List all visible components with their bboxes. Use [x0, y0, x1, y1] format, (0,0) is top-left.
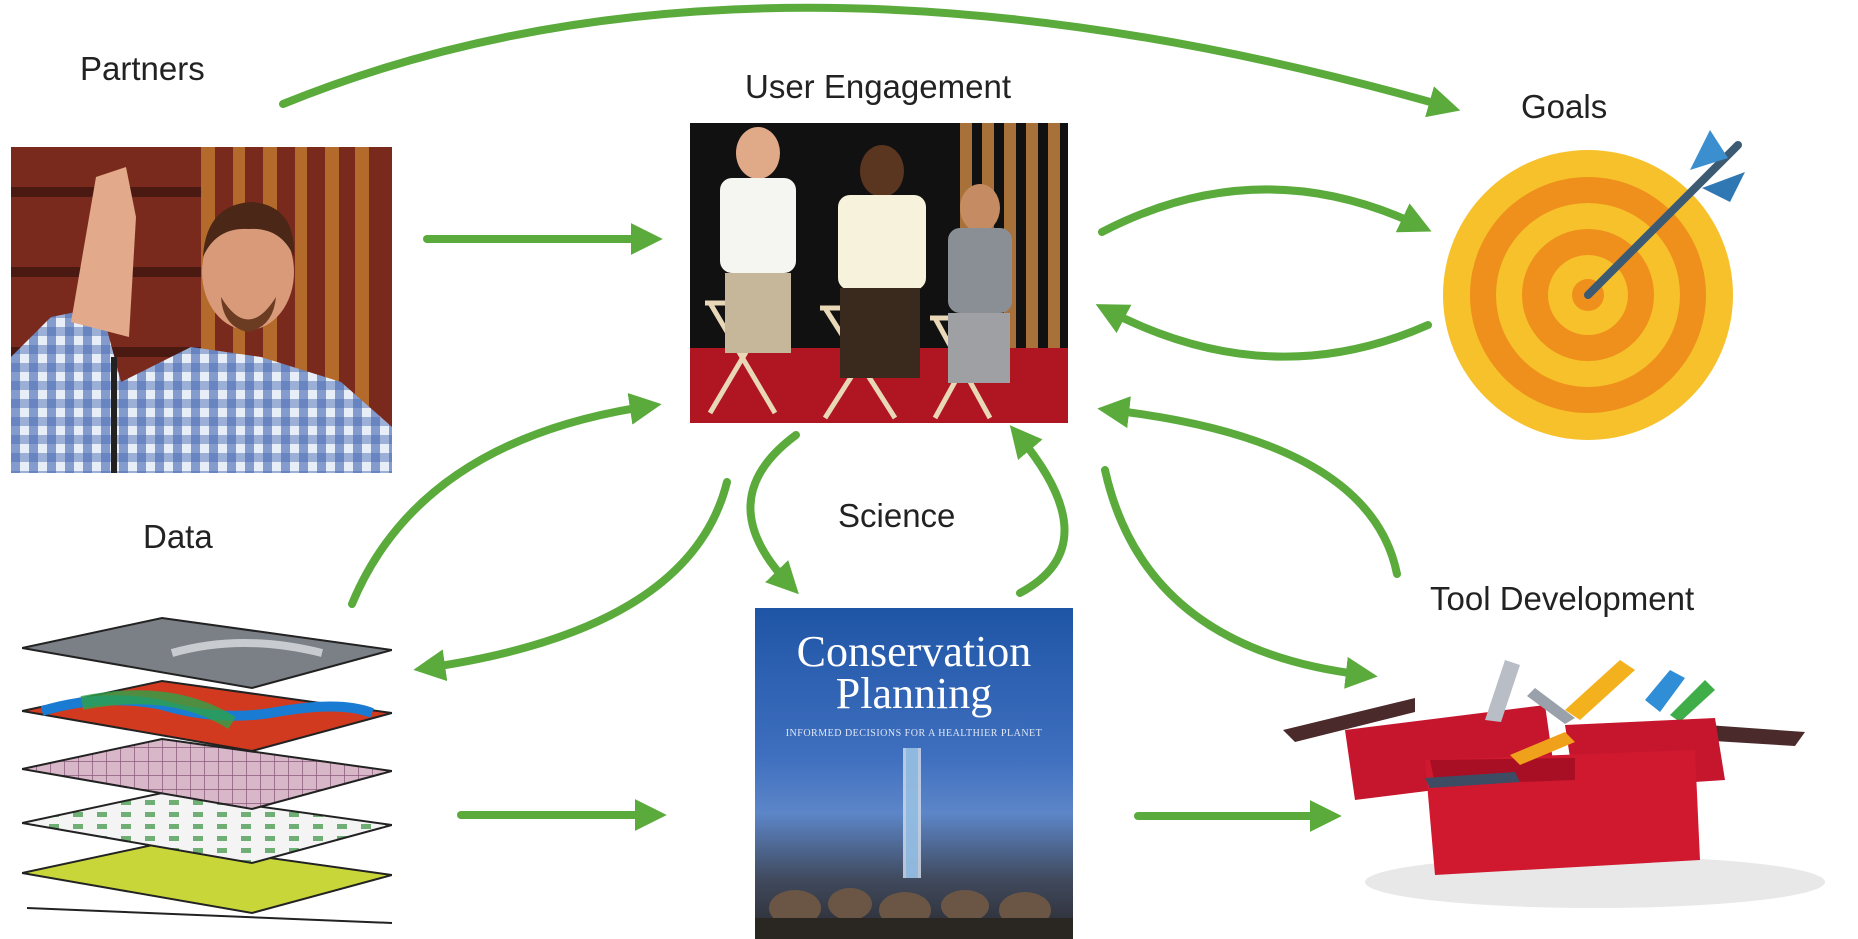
book-title-line1: Conservation: [796, 627, 1032, 676]
user-engagement-label: User Engagement: [745, 68, 1011, 105]
user-engagement-photo: [690, 123, 1068, 423]
goals-label: Goals: [1521, 88, 1608, 125]
arrow-science-to-user-engagement: [1009, 425, 1069, 597]
arrow-user-engagement-to-science: [746, 431, 800, 595]
arrow-user-engagement-to-goals: [1098, 185, 1432, 236]
arrow-tool-development-to-user-engagement: [1097, 396, 1401, 578]
data-layers-image: [22, 593, 392, 933]
arrow-user-engagement-to-tool-development: [1101, 466, 1378, 689]
book-subtitle: INFORMED DECISIONS FOR A HEALTHIER PLANE…: [785, 728, 1043, 739]
science-label: Science: [838, 497, 956, 534]
partners-photo: [11, 147, 392, 473]
book-title-line2: Planning: [835, 669, 993, 718]
partners-label: Partners: [80, 50, 205, 87]
arrow-goals-to-user-engagement: [1095, 304, 1432, 361]
toolbox-icon: [1275, 660, 1850, 920]
book-cover-art: [755, 748, 1073, 939]
arrow-data-to-user-engagement: [348, 393, 662, 608]
goals-target-icon: [1440, 130, 1760, 450]
conservation-planning-book: Conservation Planning INFORMED DECISIONS…: [755, 608, 1073, 939]
tool-development-label: Tool Development: [1430, 580, 1695, 617]
data-label: Data: [143, 518, 213, 555]
arrow-partners-to-goals: [279, 3, 1461, 118]
arrow-user-engagement-to-data: [413, 478, 731, 682]
